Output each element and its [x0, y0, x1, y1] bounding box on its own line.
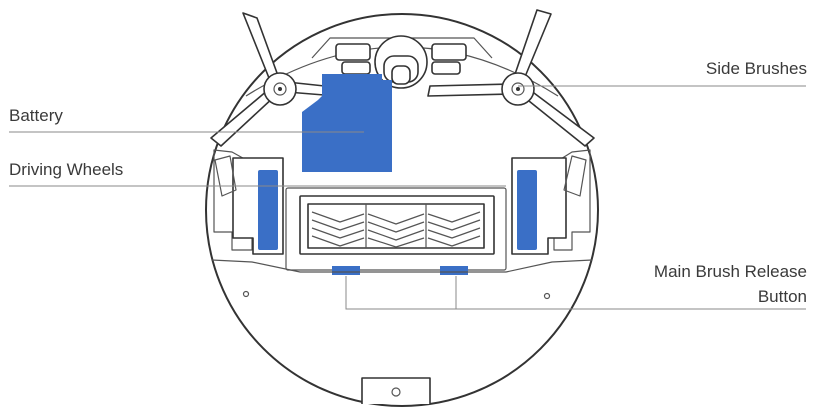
lower-chassis-contour — [211, 259, 593, 273]
main-brush-release-label-line2: Button — [757, 287, 807, 306]
screw-left — [242, 290, 250, 298]
side-brush-right — [427, 9, 595, 147]
main-brush-release-button-left — [332, 266, 360, 275]
leader-main-brush-release — [345, 276, 806, 310]
driving-wheel-left — [214, 155, 284, 255]
chassis-right-contour — [553, 149, 591, 251]
battery-highlight — [302, 74, 392, 172]
front-sensor-cluster — [335, 35, 467, 89]
main-brush-release-label-line1: Main Brush Release — [653, 262, 807, 281]
main-brush-release-label: Main Brush Release Button — [654, 259, 807, 309]
chassis-left-contour — [213, 149, 253, 251]
driving-wheel-right — [511, 155, 587, 255]
screw-right — [543, 292, 551, 300]
robot-body-outline — [205, 13, 599, 407]
side-brushes-label: Side Brushes — [705, 59, 807, 78]
driving-wheels-label: Driving Wheels — [9, 160, 124, 179]
main-brush-compartment — [285, 187, 507, 271]
charging-contact — [361, 377, 431, 404]
main-brush-release-button-right — [440, 266, 468, 275]
battery-label: Battery — [9, 106, 63, 125]
